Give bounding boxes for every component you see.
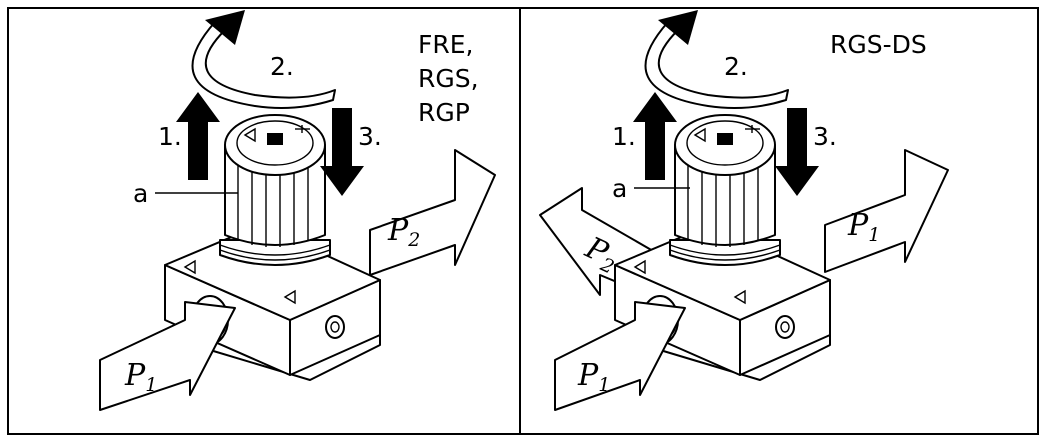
- step-3-label: 3.: [358, 122, 382, 151]
- step-2-label: 2.: [270, 52, 294, 81]
- lift-arrow: [176, 92, 220, 180]
- inlet-port-label: P1: [124, 358, 157, 396]
- right-knob-callout-label: a: [612, 174, 627, 203]
- frame-border: [7, 7, 1039, 435]
- model-label-2: RGS,: [418, 64, 479, 93]
- right-lift-arrow: [633, 92, 677, 180]
- model-label-1: FRE,: [418, 30, 474, 59]
- inlet-arrow: [99, 301, 236, 411]
- right-step-3-label: 3.: [813, 122, 837, 151]
- right-rotate-arrow: [644, 9, 789, 109]
- outlet-port-label: P2: [387, 213, 420, 251]
- right-outlet-port-label: P1: [847, 208, 880, 246]
- right-outlet-arrow: [824, 149, 949, 273]
- rotate-arrow: [191, 9, 336, 109]
- right-step-2-label: 2.: [724, 52, 748, 81]
- right-model-label: RGS-DS: [830, 30, 927, 59]
- right-inlet-arrow: [554, 301, 686, 411]
- right-inlet-port-label: P1: [577, 358, 610, 396]
- outlet-arrow: [369, 149, 496, 276]
- right-step-1-label: 1.: [612, 122, 636, 151]
- model-label-3: RGP: [418, 98, 470, 127]
- knob-callout-label: a: [133, 179, 148, 208]
- step-1-label: 1.: [158, 122, 182, 151]
- right-panel: P2 P1 P1 1. 2. 3. a RGS-DS: [539, 9, 949, 411]
- left-panel: P2 P1 1. 2. 3. a FRE, RGS, RGP: [99, 9, 496, 411]
